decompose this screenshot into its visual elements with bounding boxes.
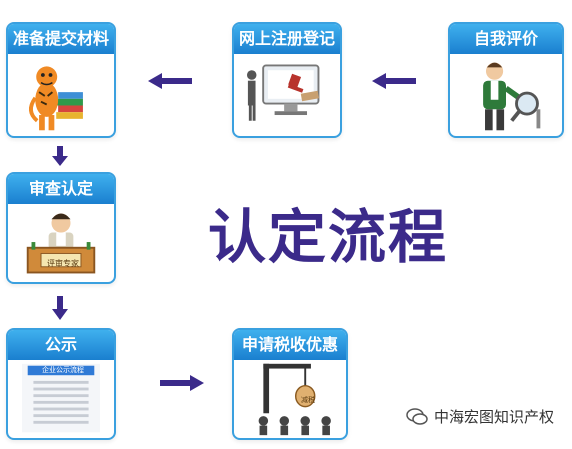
step-card-apply-tax: 申请税收优惠 减税 <box>232 328 348 440</box>
expert-desk-illustration: 评审专家 <box>8 204 114 282</box>
step-label-prepare: 准备提交材料 <box>8 24 114 54</box>
tax-bag-label: 减税 <box>301 396 315 404</box>
step-label-self-eval: 自我评价 <box>450 24 562 54</box>
watermark: 中海宏图知识产权 <box>406 406 554 427</box>
step-card-review: 审查认定 评审专家 <box>6 172 116 284</box>
step-card-prepare: 准备提交材料 <box>6 22 116 138</box>
step-card-public: 公示 企业公示流程 <box>6 328 116 440</box>
public-document-title: 企业公示流程 <box>42 366 84 374</box>
arrow-left-icon <box>372 73 416 89</box>
review-badge-label: 评审专家 <box>47 259 79 268</box>
step-card-register: 网上注册登记 <box>232 22 342 138</box>
arrow-down-icon <box>52 146 68 166</box>
magnifier-man-illustration <box>450 54 562 136</box>
step-label-apply-tax: 申请税收优惠 <box>234 330 346 360</box>
arrow-right-icon <box>160 375 204 391</box>
step-label-register: 网上注册登记 <box>234 24 340 54</box>
step-label-review: 审查认定 <box>8 174 114 204</box>
watermark-text: 中海宏图知识产权 <box>433 408 554 426</box>
tiger-books-illustration <box>8 54 114 136</box>
step-card-self-eval: 自我评价 <box>448 22 564 138</box>
diagram-title: 认定流程 <box>208 203 449 271</box>
step-label-public: 公示 <box>8 330 114 360</box>
crane-money-bag-illustration: 减税 <box>234 360 346 438</box>
wechat-icon <box>406 407 428 425</box>
arrow-left-icon <box>148 73 192 89</box>
arrow-down-icon <box>52 296 68 320</box>
public-document-illustration: 企业公示流程 <box>8 360 114 438</box>
computer-stamp-illustration <box>234 54 340 136</box>
